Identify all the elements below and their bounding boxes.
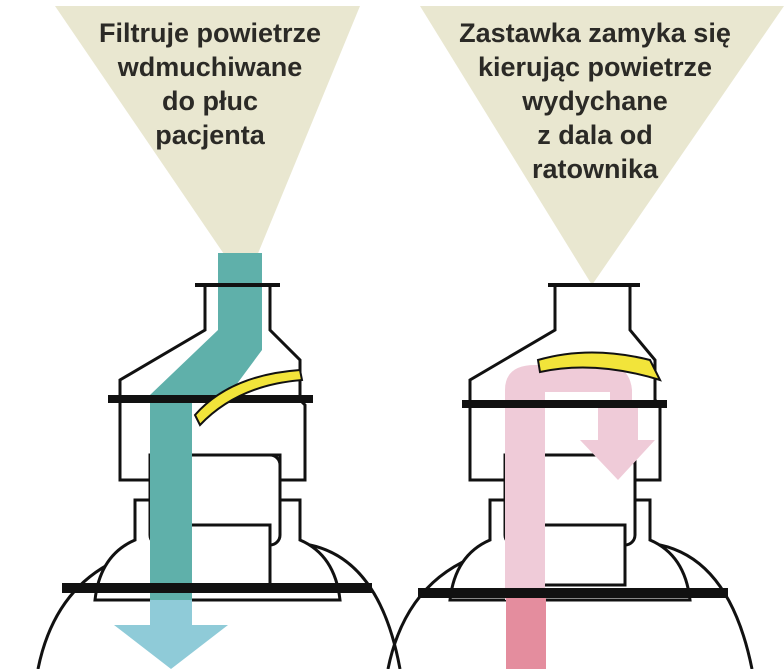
- caption-left-line-1: Filtruje powietrze: [98, 18, 322, 48]
- caption-left: Filtruje powietrze wdmuchiwane do płuc p…: [60, 16, 360, 152]
- callout-right: [420, 6, 784, 285]
- caption-left-line-4: pacjenta: [155, 120, 265, 150]
- valve-left: [36, 253, 402, 669]
- exhale-diversion-arrow: [580, 400, 655, 480]
- base-plate-right: [418, 588, 728, 598]
- caption-right-line-3: wydychane: [522, 86, 668, 116]
- valve-flap-left: [193, 368, 304, 427]
- base-plate-left: [62, 583, 372, 593]
- caption-left-line-2: wdmuchiwane: [117, 52, 303, 82]
- valve-ledge-right: [462, 400, 667, 408]
- caption-left-line-3: do płuc: [162, 86, 258, 116]
- valve-right: [386, 283, 754, 669]
- callout-left: [55, 6, 360, 285]
- exhale-stream-right: [505, 365, 632, 600]
- caption-right-line-4: z dala od: [537, 120, 653, 150]
- caption-right-line-5: ratownika: [531, 154, 659, 184]
- inhale-arrow-left: [114, 600, 228, 669]
- valve-ledge-left: [108, 395, 313, 403]
- caption-right-line-1: Zastawka zamyka się: [459, 18, 731, 48]
- caption-right-line-2: kierując powietrze: [477, 52, 713, 82]
- valve-flap-right: [536, 351, 662, 382]
- inhale-stream-left: [150, 253, 262, 610]
- caption-right: Zastawka zamyka się kierując powietrze w…: [430, 16, 760, 186]
- exhale-bottom-stream: [506, 595, 546, 669]
